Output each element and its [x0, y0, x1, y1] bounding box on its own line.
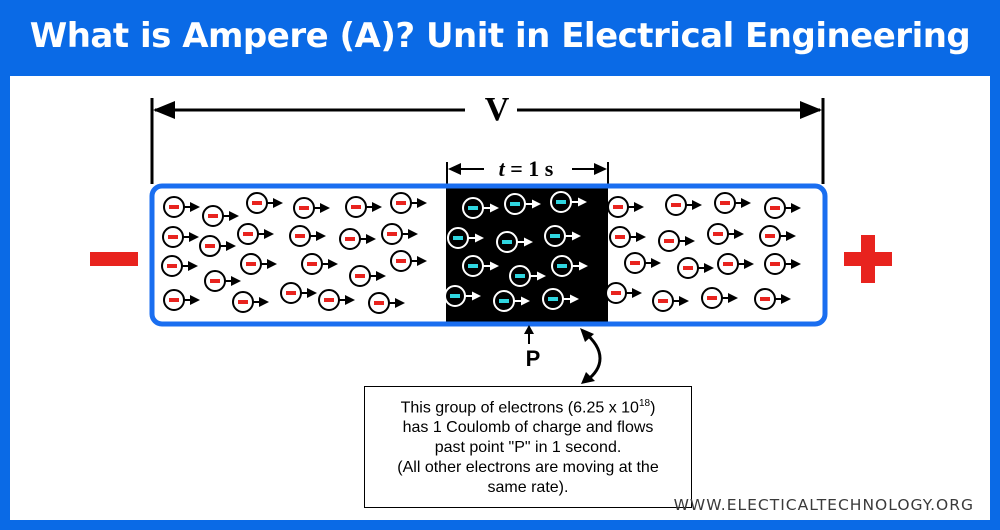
electron-charge-sign	[374, 301, 384, 305]
conductor-diagram	[149, 98, 828, 384]
voltage-label: V	[484, 91, 510, 128]
electron-charge-sign	[630, 261, 640, 265]
electron-charge-sign	[510, 202, 520, 206]
time-arrowhead-left	[448, 163, 461, 175]
electron-charge-sign	[210, 279, 220, 283]
electron-charge-sign	[671, 203, 681, 207]
electron-charge-sign	[324, 298, 334, 302]
electron-charge-sign	[299, 206, 309, 210]
conductor-wire	[149, 183, 828, 327]
electron-charge-sign	[713, 232, 723, 236]
electron-charge-sign	[355, 274, 365, 278]
electron-charge-sign	[658, 299, 668, 303]
time-arrowhead-right	[594, 163, 607, 175]
electron-charge-sign	[243, 232, 253, 236]
electron-charge-sign	[707, 296, 717, 300]
electron-charge-sign	[286, 291, 296, 295]
electron-charge-sign	[683, 266, 693, 270]
electron-charge-sign	[499, 299, 509, 303]
point-p-arrowhead	[524, 325, 534, 334]
electron-charge-sign	[205, 244, 215, 248]
electron-charge-sign	[168, 235, 178, 239]
electron-charge-sign	[351, 205, 361, 209]
electron-charge-sign	[548, 297, 558, 301]
diagram-panel: V t = 1 s P This group of electrons (6.2…	[10, 76, 990, 520]
electron-charge-sign	[468, 206, 478, 210]
callout-line-5: same rate).	[487, 479, 569, 497]
plus-sign-icon	[844, 235, 892, 283]
callout-line-2: has 1 Coulomb of charge and flows	[402, 419, 654, 437]
electron-charge-sign	[615, 235, 625, 239]
voltage-arrowhead-left	[153, 101, 175, 119]
electron-charge-sign	[252, 201, 262, 205]
electron-charge-sign	[396, 201, 406, 205]
electron-charge-sign	[502, 240, 512, 244]
minus-sign-icon	[90, 252, 138, 266]
electron-charge-sign	[468, 264, 478, 268]
callout-line-3: past point "P" in 1 second.	[434, 439, 622, 457]
electron-charge-sign	[387, 232, 397, 236]
page-title: What is Ampere (A)? Unit in Electrical E…	[29, 16, 971, 56]
electron-charge-sign	[613, 205, 623, 209]
time-variable: t	[498, 156, 505, 181]
electron-charge-sign	[770, 206, 780, 210]
electrons-group	[161, 191, 801, 314]
voltage-arrowhead-right	[800, 101, 822, 119]
electron-charge-sign	[450, 294, 460, 298]
electron-charge-sign	[307, 262, 317, 266]
electron-charge-sign	[453, 236, 463, 240]
electron-charge-sign	[556, 200, 566, 204]
electron-charge-sign	[246, 262, 256, 266]
electron-charge-sign	[208, 214, 218, 218]
electron-charge-sign	[770, 262, 780, 266]
electron-charge-sign	[345, 237, 355, 241]
electron-charge-sign	[169, 298, 179, 302]
time-value: = 1 s	[504, 156, 554, 181]
electron-charge-sign	[765, 234, 775, 238]
site-watermark: WWW.ELECTICALTECHNOLOGY.ORG	[673, 496, 974, 514]
callout-line-4: (All other electrons are moving at the	[397, 459, 659, 477]
electron-charge-sign	[238, 300, 248, 304]
electron-charge-sign	[167, 264, 177, 268]
callout-box: This group of electrons (6.25 x 1018) ha…	[364, 386, 692, 508]
electron-charge-sign	[515, 274, 525, 278]
electron-charge-sign	[550, 234, 560, 238]
callout-arrowhead-top	[580, 328, 594, 342]
electron-charge-sign	[169, 205, 179, 209]
electron-charge-sign	[720, 201, 730, 205]
callout-line-1: This group of electrons (6.25 x 1018)	[400, 398, 656, 417]
electron-charge-sign	[760, 297, 770, 301]
electron-charge-sign	[664, 239, 674, 243]
electron-charge-sign	[396, 259, 406, 263]
electron-charge-sign	[295, 234, 305, 238]
electron-charge-sign	[611, 291, 621, 295]
time-label: t = 1 s	[476, 156, 576, 182]
electron-charge-sign	[557, 264, 567, 268]
electron-charge-sign	[723, 262, 733, 266]
callout-arrowhead-bottom	[581, 372, 595, 384]
point-p-label: P	[525, 346, 541, 371]
